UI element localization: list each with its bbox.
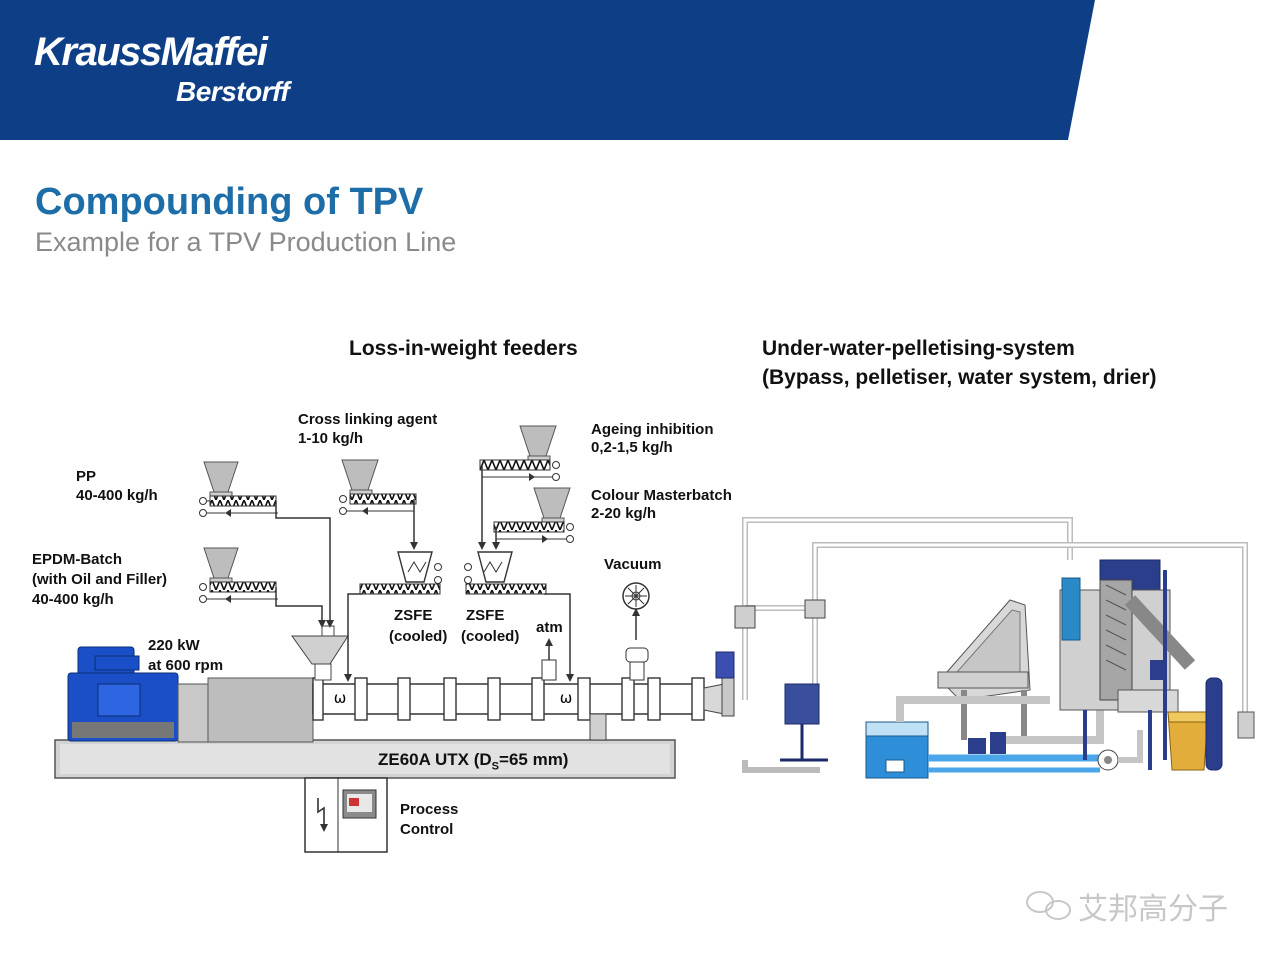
wechat-icon xyxy=(1026,891,1071,920)
extruder-model: ZE60A UTX (D xyxy=(378,750,492,769)
side-feeder-1-note: (cooled) xyxy=(389,628,448,645)
process-control-cabinet xyxy=(304,777,388,853)
pelletising-heading-line2: (Bypass, pelletiser, water system, drier… xyxy=(762,366,1157,389)
crosslink-rate: 1-10 kg/h xyxy=(298,430,364,447)
water-tank xyxy=(865,696,1104,779)
watermark-text: 艾邦高分子 xyxy=(1078,892,1228,927)
colour-feeder xyxy=(492,487,574,550)
process-control-line2: Control xyxy=(400,821,454,838)
epdm-label-line1: EPDM-Batch xyxy=(32,551,123,568)
epdm-label-line2: (with Oil and Filler) xyxy=(32,571,167,588)
pp-label: PP xyxy=(76,468,97,485)
crosslink-label: Cross linking agent xyxy=(298,411,438,428)
drier xyxy=(1059,559,1196,770)
epdm-feeder xyxy=(199,547,326,628)
crosslink-feeder xyxy=(339,459,418,550)
brand-logo: KraussMaffei xyxy=(34,30,268,74)
motor-icon xyxy=(67,646,179,742)
ageing-feeder xyxy=(478,425,560,550)
lightning-icon xyxy=(317,798,328,832)
side-feeder-1 xyxy=(344,551,442,682)
ageing-rate: 0,2-1,5 kg/h xyxy=(591,439,673,456)
pelletiser xyxy=(937,599,1031,740)
water-pump xyxy=(1097,730,1143,771)
svg-text:ω: ω xyxy=(560,689,573,707)
heat-exchanger xyxy=(1205,677,1255,771)
main-hopper xyxy=(291,625,349,681)
ageing-label: Ageing inhibition xyxy=(591,421,714,438)
side-feeder-1-name: ZSFE xyxy=(394,607,433,624)
vacuum-label: Vacuum xyxy=(604,556,662,573)
colour-rate: 2-20 kg/h xyxy=(591,505,657,522)
pelletising-heading-line1: Under-water-pelletising-system xyxy=(762,337,1075,360)
feeders-heading: Loss-in-weight feeders xyxy=(349,337,578,360)
pellet-bin xyxy=(1167,711,1209,771)
epdm-rate: 40-400 kg/h xyxy=(32,591,114,608)
svg-text:ω: ω xyxy=(334,689,347,707)
extruder-diameter: =65 mm) xyxy=(499,750,569,769)
monitor-icon xyxy=(342,789,377,819)
colour-label: Colour Masterbatch xyxy=(591,487,732,504)
extruder-barrel: ω ω xyxy=(312,659,705,741)
side-feeder-2-note: (cooled) xyxy=(461,628,520,645)
page-title: Compounding of TPV xyxy=(35,181,424,223)
atm-vent xyxy=(545,638,553,660)
motor-speed: at 600 rpm xyxy=(148,657,224,674)
pp-feeder xyxy=(199,461,334,628)
extruder-subscript: S xyxy=(491,760,500,773)
motor-power: 220 kW xyxy=(148,637,200,654)
side-feeder-2-name: ZSFE xyxy=(466,607,505,624)
header-banner xyxy=(0,0,1095,140)
extruder-label: ZE60A UTX (DS=65 mm) xyxy=(378,749,568,777)
vacuum-pump-icon xyxy=(622,582,650,681)
side-feeder-2 xyxy=(464,551,574,682)
bypass-valve xyxy=(734,599,828,762)
atm-label: atm xyxy=(536,619,563,636)
brand-division: Berstorff xyxy=(176,76,290,107)
page-subtitle: Example for a TPV Production Line xyxy=(35,227,457,257)
extruder-die xyxy=(703,651,735,717)
pp-rate: 40-400 kg/h xyxy=(76,487,158,504)
extruder-base xyxy=(54,739,676,779)
process-control-line1: Process xyxy=(400,801,459,818)
gearbox xyxy=(177,677,314,743)
